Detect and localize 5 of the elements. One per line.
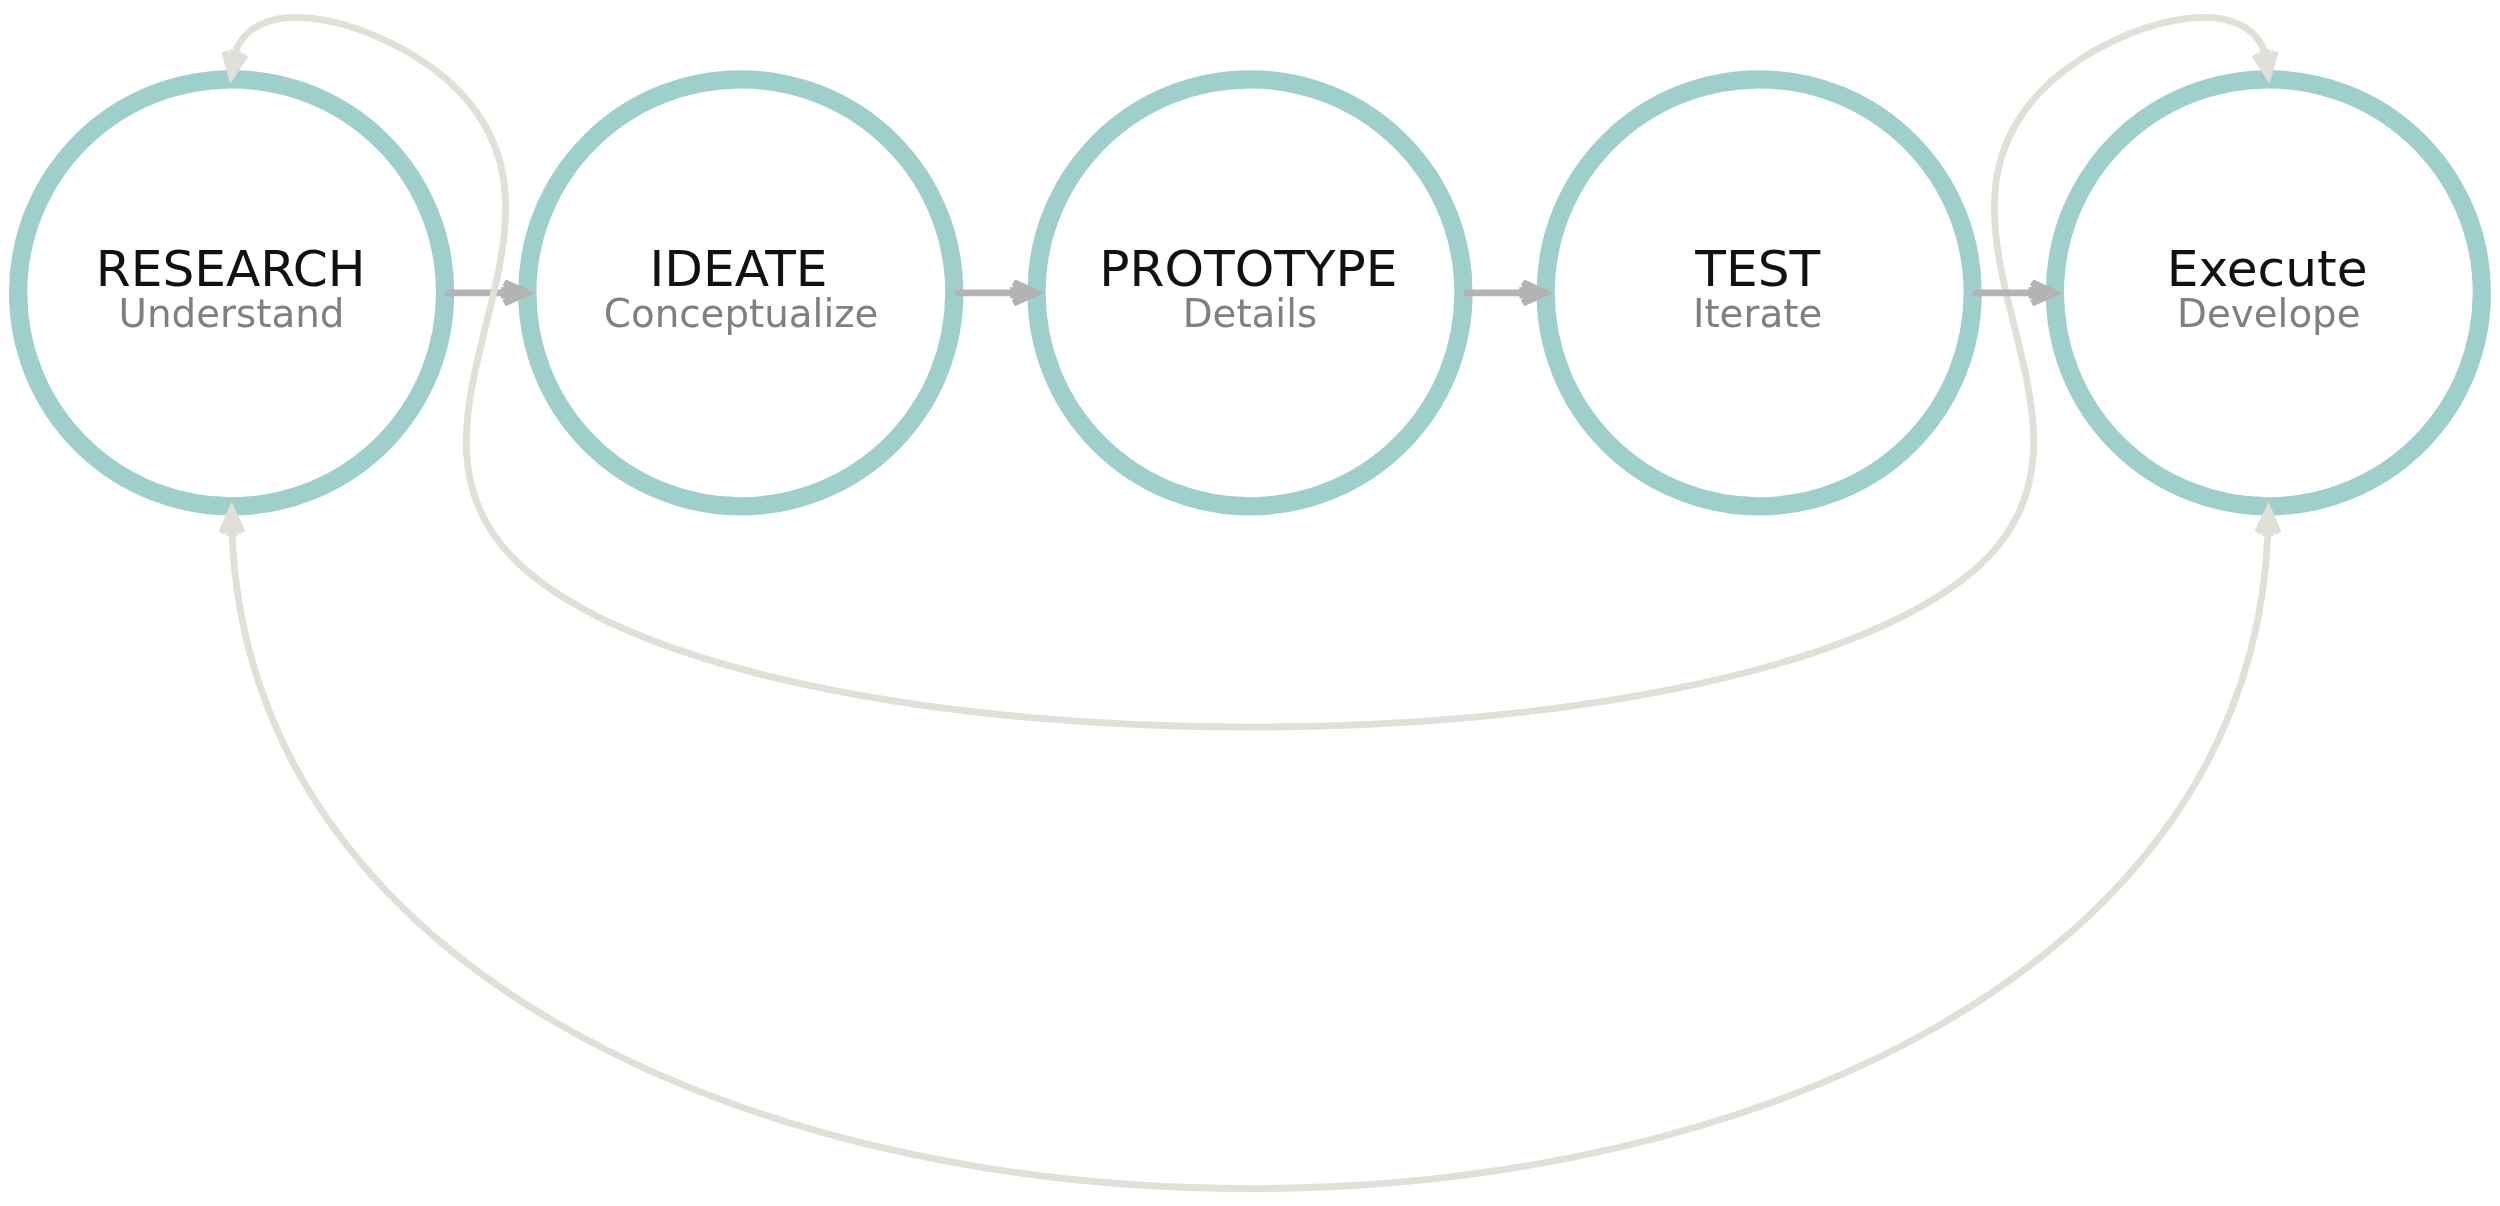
node-circle: IDEATE Conceptualize <box>518 70 964 516</box>
node-circle: TEST Iterate <box>1536 70 1982 516</box>
node-circle: PROTOTYPE Details <box>1027 70 1473 516</box>
node-circle: RESEARCH Understand <box>9 70 455 516</box>
node-circle: Execute Develope <box>2045 70 2491 516</box>
